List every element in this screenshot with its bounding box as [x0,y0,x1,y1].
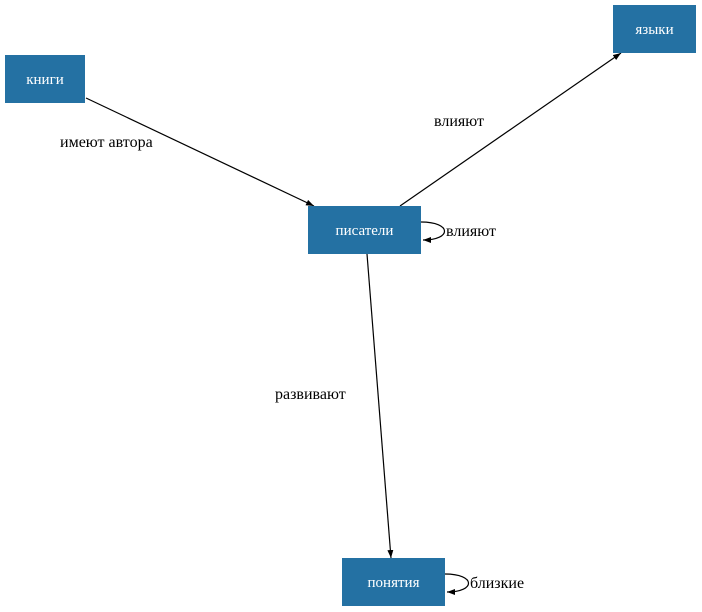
edge-label-books-writers: имеют автора [60,134,153,151]
node-languages-label: языки [635,22,673,38]
edge-label-writers-languages: влияют [434,113,484,130]
edge-writers-concepts [366,253,394,559]
edge-label-concepts-self: близкие [470,575,524,592]
edge-writers-self-loop [420,221,445,243]
node-languages[interactable]: языки [613,5,696,53]
node-writers[interactable]: писатели [308,206,421,254]
edge-label-writers-self: влияют [446,223,496,240]
node-books[interactable]: книги [5,55,85,103]
edge-label-writers-concepts: развивают [275,386,346,403]
edge-books-writers [85,97,315,207]
node-writers-label: писатели [336,223,394,239]
edge-concepts-self-loop [444,573,469,595]
edge-writers-languages [399,52,622,207]
node-concepts-label: понятия [368,575,420,591]
node-books-label: книги [26,72,64,88]
node-concepts[interactable]: понятия [342,558,445,606]
